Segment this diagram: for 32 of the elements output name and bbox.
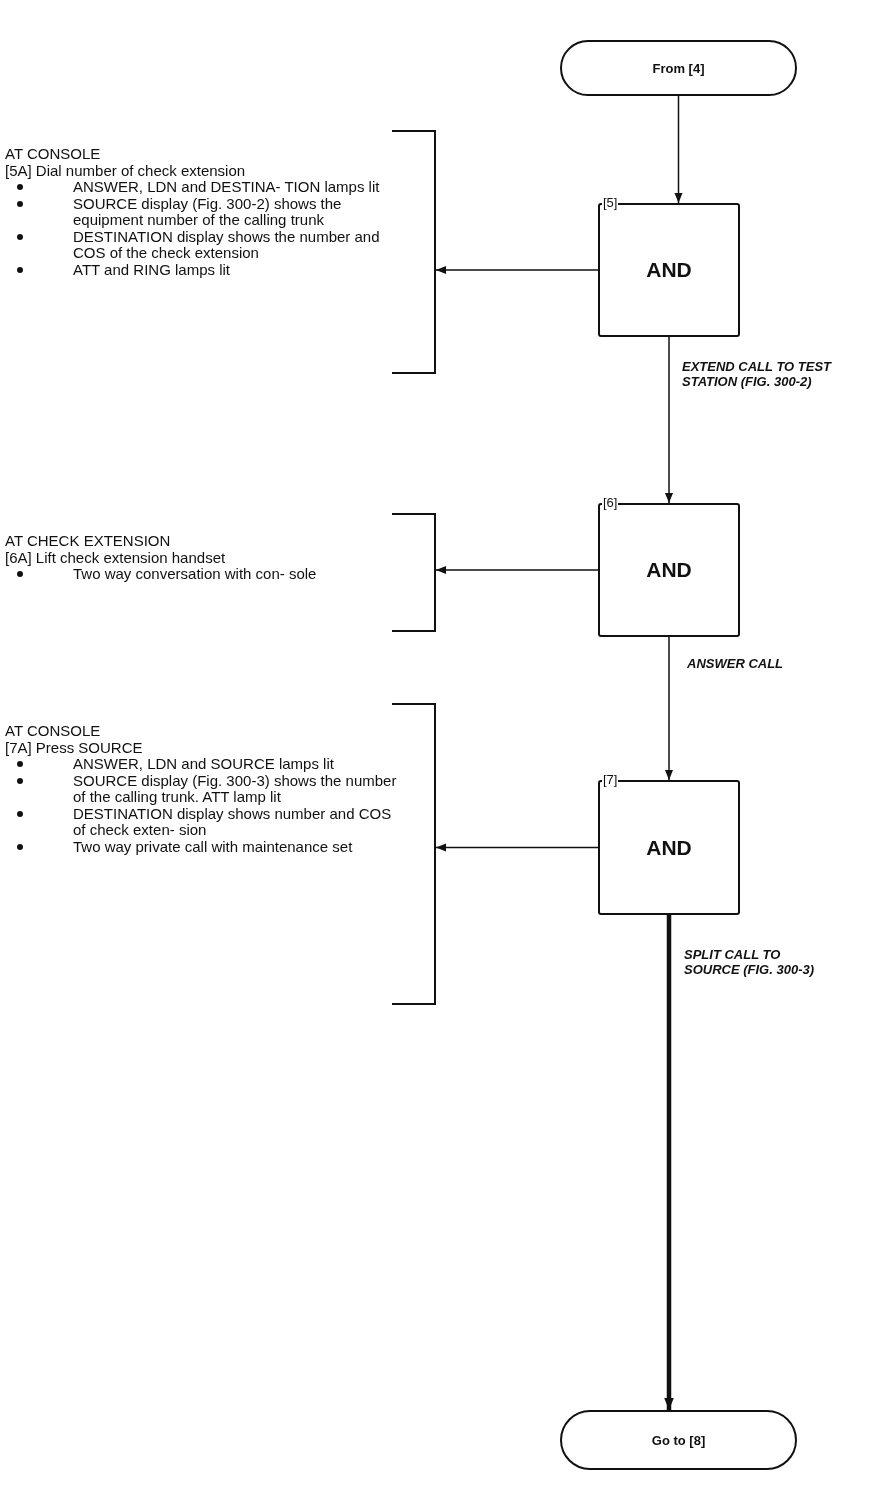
gate-label: AND: [646, 835, 692, 860]
bullet-text: ATT and RING lamps lit: [73, 260, 230, 278]
bullet-text: Two way conversation with con- sole: [73, 565, 317, 582]
bullet-text: SOURCE display (Fig. 300-2) shows the equipment number of the calling trunk: [73, 194, 342, 228]
step-number: [5]: [602, 195, 619, 211]
step-number: [7]: [602, 772, 619, 788]
location-heading: AT CONSOLE: [5, 723, 102, 740]
arrow: [665, 636, 673, 781]
terminal-box: [560, 1410, 797, 1470]
arrow: [674, 95, 683, 204]
location-heading: AT CONSOLE: [5, 146, 102, 163]
gate-label: AND: [646, 258, 692, 282]
arrow: [665, 336, 673, 504]
gate-label: AND: [646, 558, 692, 582]
bullet-text: ANSWER, LDN and DESTINA- TION lamps lit: [73, 178, 380, 195]
bullet-text: SOURCE display (Fig. 300-3) shows the number of the calling trunk. ATT lamp lit: [73, 771, 397, 805]
arrow: [435, 266, 599, 274]
terminal-label: From [4]: [652, 60, 705, 76]
arrow: [435, 843, 599, 852]
bullet-text: DESTINATION display shows the number and COS of the check extension: [73, 227, 380, 261]
terminal-label: Go to [8]: [651, 1432, 706, 1448]
bullet-text: Two way private call with maintenance set: [73, 837, 353, 855]
bullet-text: ANSWER, LDN and SOURCE lamps lit: [73, 755, 334, 772]
bullet-text: DESTINATION display shows number and COS of check exten- sion: [73, 804, 392, 838]
step-number: [6]: [602, 495, 619, 511]
step-instruction: [5A] Dial number of check extension: [5, 162, 247, 179]
step-instruction: [6A] Lift check extension handset: [5, 549, 227, 566]
location-heading: AT CHECK EXTENSION: [5, 533, 172, 550]
arrow: [435, 566, 599, 574]
arrow: [664, 915, 674, 1410]
terminal-box: [560, 40, 797, 96]
step-instruction: [7A] Press SOURCE: [5, 739, 144, 756]
